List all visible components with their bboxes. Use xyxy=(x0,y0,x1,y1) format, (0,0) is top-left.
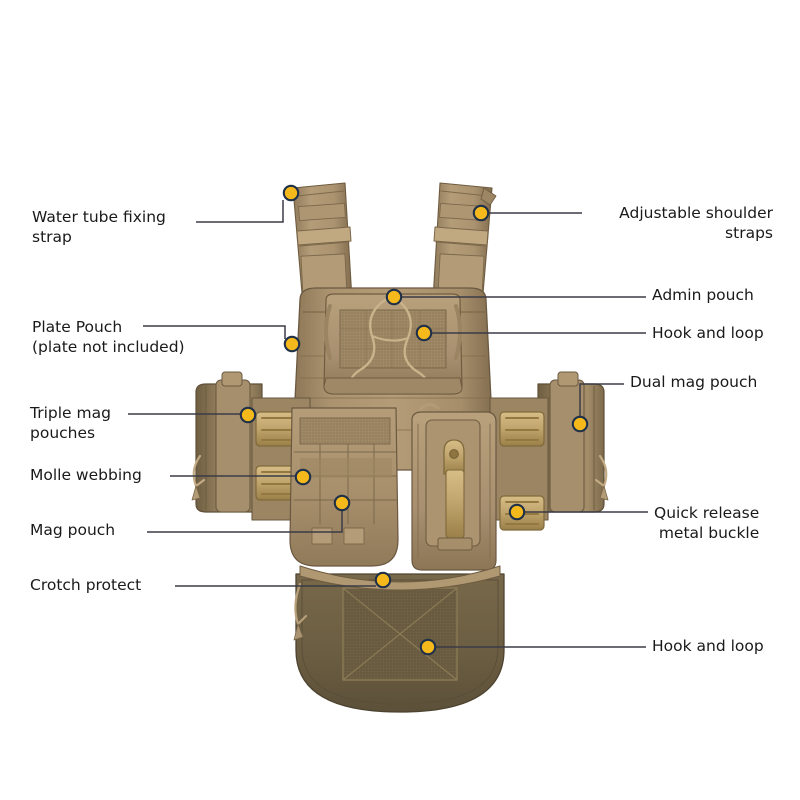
callout-label-plate-pouch: Plate Pouch (plate not included) xyxy=(32,318,185,356)
marker-dot-plate-pouch[interactable] xyxy=(283,335,301,353)
marker-dot-molle-webbing[interactable] xyxy=(294,468,312,486)
callout-label-crotch-protect: Crotch protect xyxy=(30,576,142,594)
leader-line-plate-pouch xyxy=(143,325,286,339)
utility-pouch-center-right xyxy=(411,403,497,571)
callout-label-water-tube-fixing-strap: Water tube fixing strap xyxy=(32,208,166,246)
marker-dot-water-tube-fixing-strap[interactable] xyxy=(282,184,300,202)
leader-lines xyxy=(128,200,648,648)
callout-label-dual-mag-pouch: Dual mag pouch xyxy=(630,373,758,391)
marker-dot-hook-and-loop-top[interactable] xyxy=(415,324,433,342)
marker-dot-admin-pouch[interactable] xyxy=(385,288,403,306)
marker-dots xyxy=(239,184,589,656)
callout-label-hook-and-loop-bottom: Hook and loop xyxy=(652,637,764,655)
callout-label-adjustable-shoulder-straps: Adjustable shoulder straps xyxy=(619,204,773,242)
leader-line-mag-pouch xyxy=(147,510,343,533)
marker-dot-crotch-protect[interactable] xyxy=(374,571,392,589)
callout-label-hook-and-loop-top: Hook and loop xyxy=(652,324,764,342)
crotch-protector xyxy=(293,565,505,713)
quick-release-metal-buckle-graphic xyxy=(437,439,473,551)
callout-label-admin-pouch: Admin pouch xyxy=(652,286,754,304)
marker-dot-quick-release-metal-buckle[interactable] xyxy=(508,503,526,521)
callout-label-molle-webbing: Molle webbing xyxy=(30,466,142,484)
callout-label-triple-mag-pouches: Triple mag pouches xyxy=(30,404,111,442)
leader-line-dual-mag-pouch xyxy=(579,383,624,417)
marker-dot-adjustable-shoulder-straps[interactable] xyxy=(472,204,490,222)
marker-dot-mag-pouch[interactable] xyxy=(333,494,351,512)
leader-line-water-tube-fixing-strap xyxy=(196,200,284,223)
callout-label-mag-pouch: Mag pouch xyxy=(30,521,116,539)
callout-label-quick-release-metal-buckle: Quick release metal buckle xyxy=(654,504,760,542)
admin-pouch xyxy=(323,293,463,395)
marker-dot-dual-mag-pouch[interactable] xyxy=(571,415,589,433)
marker-dot-triple-mag-pouches[interactable] xyxy=(239,406,257,424)
molle-front-panel xyxy=(289,407,399,567)
marker-dot-hook-and-loop-bottom[interactable] xyxy=(419,638,437,656)
